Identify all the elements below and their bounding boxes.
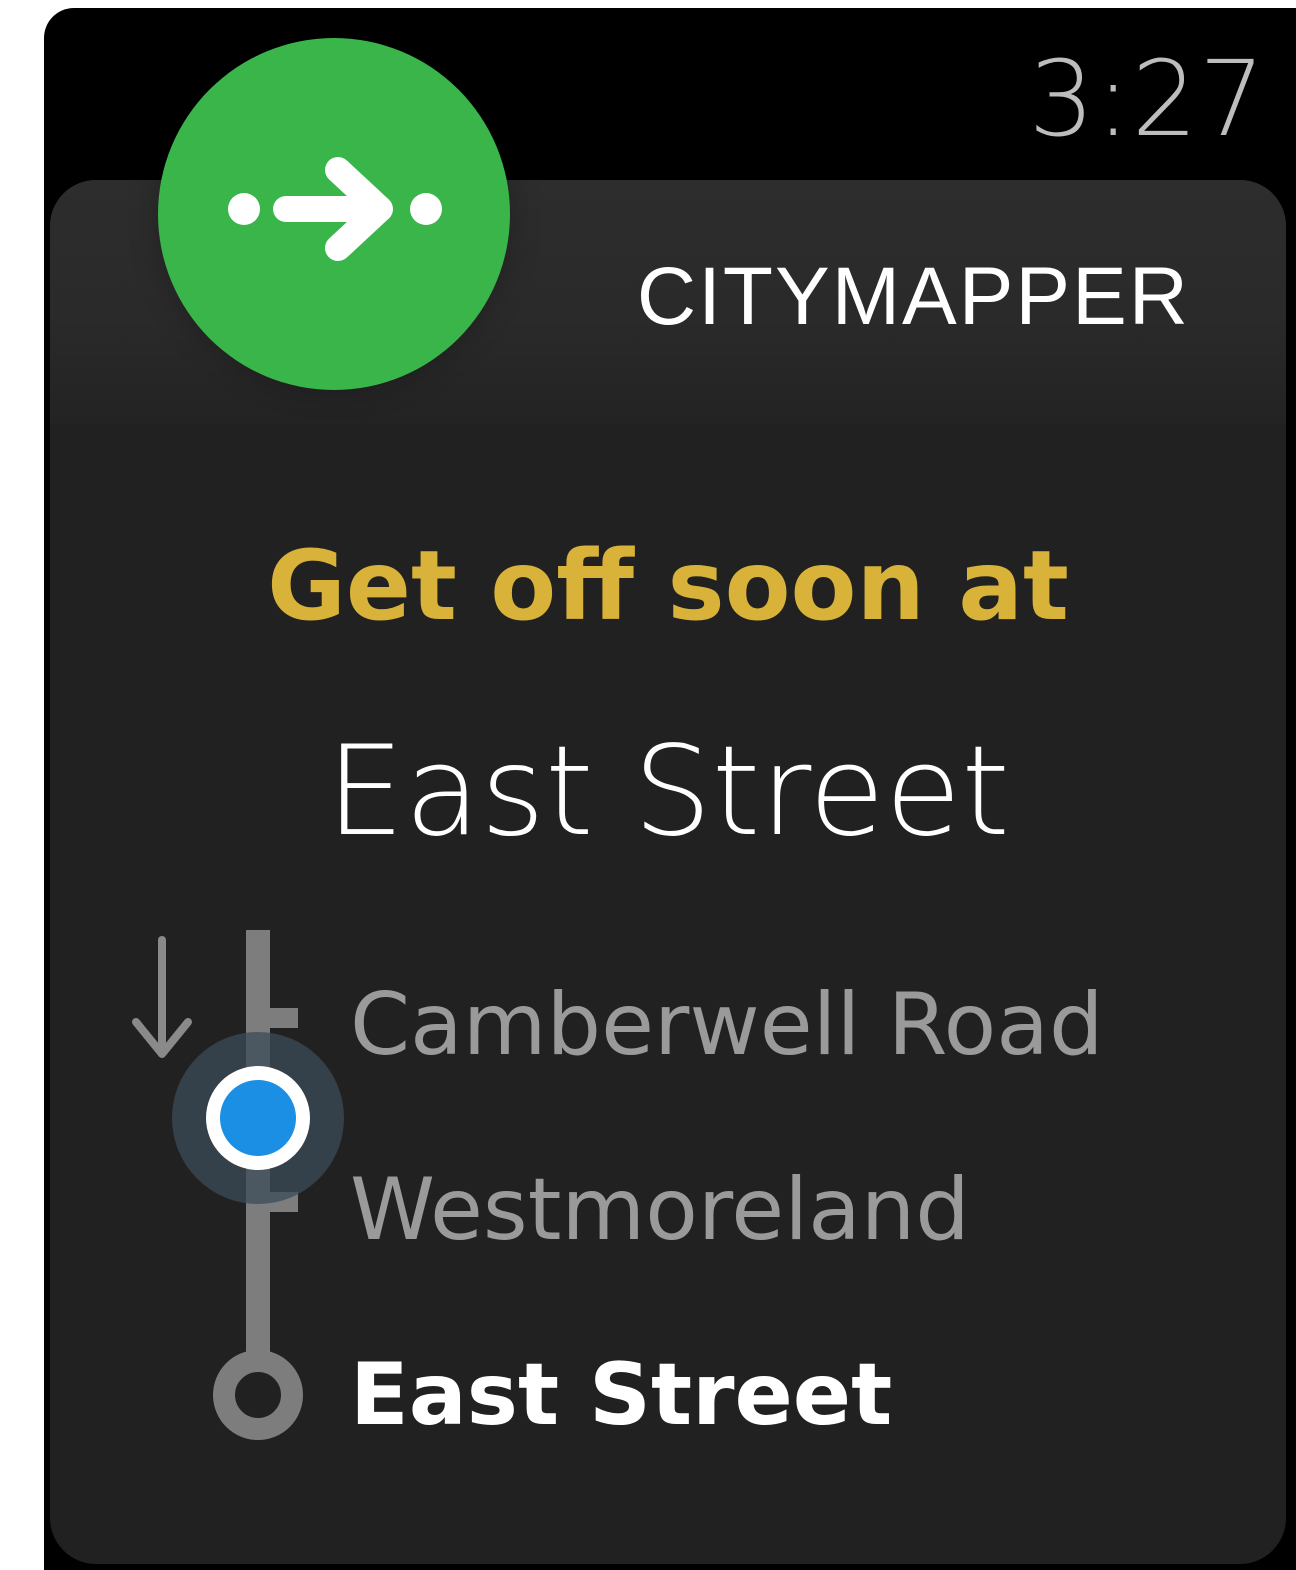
arrow-down-icon — [132, 936, 192, 1058]
current-position-marker — [172, 1032, 344, 1204]
watch-screen: 3:27 CITYMAPPER Get off soon at East Str… — [44, 8, 1296, 1570]
stop-westmoreland: Westmoreland — [350, 1160, 970, 1260]
notification-card[interactable]: CITYMAPPER Get off soon at East Street — [50, 180, 1286, 1564]
app-name: CITYMAPPER — [636, 251, 1190, 342]
destination-title: East Street — [326, 720, 1010, 864]
arrow-right-icon — [228, 157, 442, 261]
route-diagram — [132, 930, 344, 1440]
instruction-text: Get off soon at — [267, 530, 1069, 642]
citymapper-app-icon — [158, 38, 510, 390]
stop-camberwell-road: Camberwell Road — [350, 975, 1104, 1075]
stop-east-street: East Street — [350, 1345, 893, 1445]
destination-stop-marker — [213, 1350, 303, 1440]
status-time: 3:27 — [1028, 38, 1266, 160]
